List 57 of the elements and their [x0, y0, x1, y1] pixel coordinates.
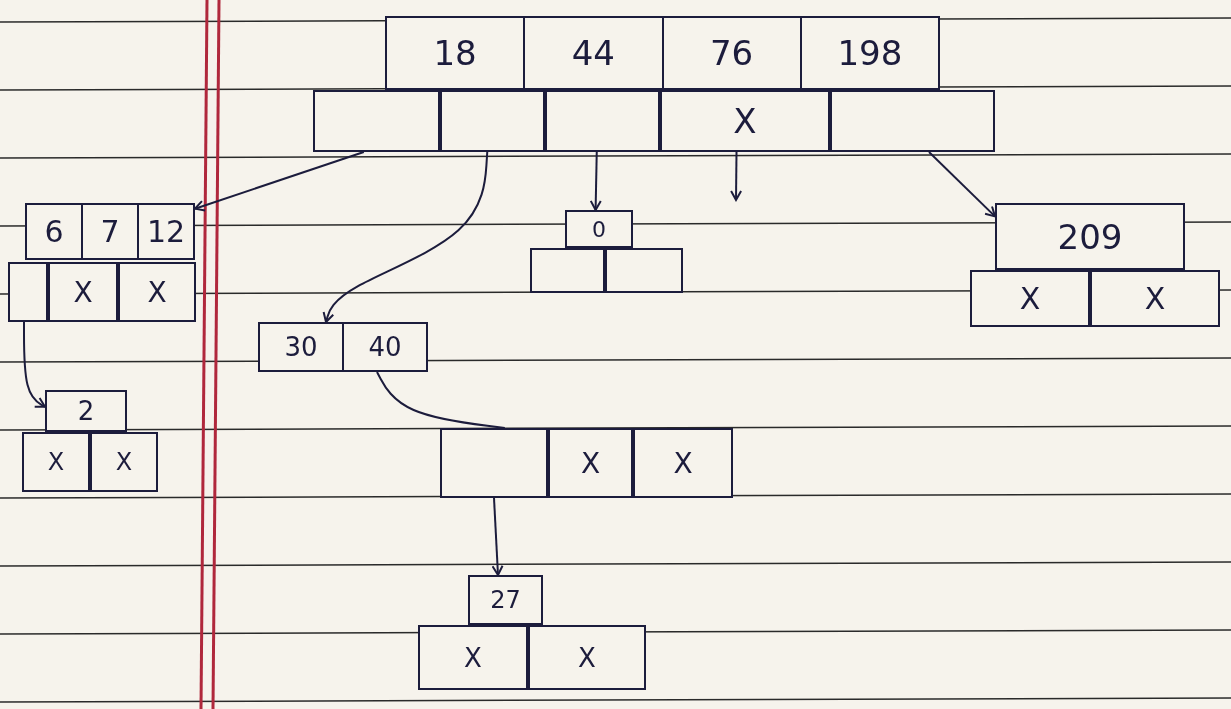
pointer-cell [48, 262, 118, 322]
key-box [468, 575, 543, 625]
key-box [25, 203, 195, 260]
key-box [258, 322, 428, 372]
key-box [45, 390, 127, 432]
key-value: 12 [137, 205, 193, 258]
key-box [565, 210, 633, 248]
key-value: 2 [76, 395, 96, 428]
pointer-cell [8, 262, 48, 322]
pointer-cell [528, 625, 646, 690]
null-pointer-mark: X [1018, 280, 1042, 318]
null-pointer-mark: X [114, 447, 134, 478]
arrow [730, 151, 743, 201]
key-value: 0 [591, 215, 607, 244]
arrow [194, 151, 365, 212]
null-pointer-mark: X [46, 447, 66, 478]
null-pointer-mark: X [72, 274, 94, 311]
key-box [385, 16, 940, 90]
pointer-cell [418, 625, 528, 690]
key-value: 18 [432, 32, 478, 75]
key-value: 30 [283, 331, 319, 364]
pointer-cell [440, 428, 548, 498]
pointer-cell [605, 248, 683, 293]
key-value: 76 [661, 18, 800, 88]
arrow [928, 151, 996, 218]
key-value: 7 [81, 205, 137, 258]
pointer-cell [118, 262, 196, 322]
key-value: 198 [799, 18, 938, 88]
arrow [491, 497, 504, 576]
pointer-cell [830, 90, 995, 152]
arrow [23, 321, 46, 408]
arrow [322, 151, 489, 323]
pointer-cell [548, 428, 633, 498]
null-pointer-mark: X [579, 445, 602, 482]
key-value: 6 [43, 213, 65, 251]
pointer-cell [970, 270, 1090, 327]
key-value: 44 [523, 18, 662, 88]
pointer-cell [313, 90, 440, 152]
key-value: 27 [489, 585, 522, 616]
null-pointer-mark: X [732, 100, 758, 143]
key-value: 209 [1056, 215, 1124, 259]
null-pointer-mark: X [146, 274, 168, 311]
pointer-cell [1090, 270, 1220, 327]
pointer-cell [660, 90, 830, 152]
pointer-cell [22, 432, 90, 492]
pointer-cell [530, 248, 605, 293]
pointer-cell [545, 90, 660, 152]
pointer-cell [440, 90, 545, 152]
pointer-cell [90, 432, 158, 492]
null-pointer-mark: X [672, 445, 694, 482]
key-box [995, 203, 1185, 270]
null-pointer-mark: X [463, 641, 483, 675]
null-pointer-mark: X [1143, 280, 1167, 318]
pointer-cell [633, 428, 733, 498]
key-value: 40 [342, 324, 426, 370]
null-pointer-mark: X [577, 641, 597, 675]
arrow [589, 151, 602, 211]
